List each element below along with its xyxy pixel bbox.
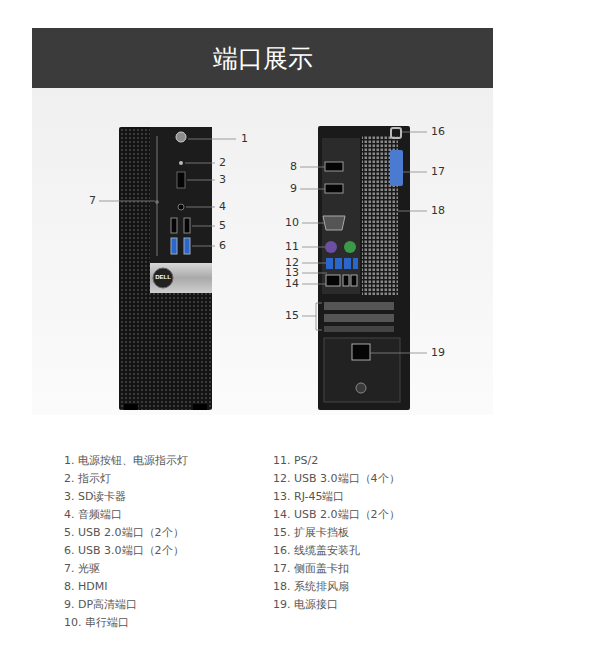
ps2-port	[344, 241, 356, 253]
leader-lines	[99, 132, 427, 353]
indicator-light	[179, 161, 183, 165]
port-list-item: 15. 扩展卡挡板	[273, 526, 349, 539]
port-list-item: 9. DP高清端口	[64, 598, 137, 611]
power-socket	[352, 344, 370, 360]
ps2-port	[325, 241, 337, 253]
callout-number: 18	[431, 204, 445, 217]
foot	[193, 404, 207, 410]
port-list-item: 14. USB 2.0端口（2个）	[273, 508, 400, 521]
cable-hole	[391, 128, 401, 138]
usb2-port	[171, 218, 177, 233]
usb2-port	[184, 218, 190, 233]
psu-fan	[356, 383, 366, 393]
side-latch	[390, 150, 403, 186]
usb3-port	[344, 258, 351, 269]
port-list-item: 6. USB 3.0端口（2个）	[64, 544, 184, 557]
callout-number: 1	[241, 132, 248, 145]
port-list-item: 17. 侧面盖卡扣	[273, 562, 349, 575]
callout-number: 19	[431, 346, 445, 359]
port-list-item: 13. RJ-45端口	[273, 490, 344, 503]
port-list-item: 10. 串行端口	[64, 616, 129, 629]
hdmi-port	[325, 162, 343, 171]
slot-cover	[324, 302, 394, 310]
port-list-item: 2. 指示灯	[64, 472, 111, 485]
logo-badge	[150, 263, 212, 293]
drive-slot	[156, 136, 158, 256]
callout-number: 14	[285, 277, 299, 290]
port-list-item: 4. 音频端口	[64, 508, 122, 521]
port-list-item: 11. PS/2	[273, 454, 318, 467]
dp-port	[325, 184, 343, 193]
logo-circle	[153, 268, 173, 288]
image-ground	[32, 88, 493, 415]
usb3-port	[326, 258, 333, 269]
port-list-item: 19. 电源接口	[273, 598, 338, 611]
power-supply	[324, 338, 400, 402]
rj45-port	[326, 275, 340, 286]
usb3-port	[171, 238, 177, 254]
callout-number: 7	[89, 194, 96, 207]
callout-number: 5	[219, 219, 226, 232]
port-list-item: 3. SD读卡器	[64, 490, 126, 503]
front-case	[119, 127, 212, 410]
audio-jack	[178, 204, 184, 210]
slot-cover	[324, 314, 394, 322]
io-panel	[322, 138, 360, 294]
callout-number: 8	[290, 160, 297, 173]
foot	[124, 404, 138, 410]
port-list-item: 5. USB 2.0端口（2个）	[64, 526, 184, 539]
callout-number: 3	[219, 173, 226, 186]
callout-number: 4	[219, 200, 226, 213]
power-button	[176, 132, 186, 142]
usb3-port	[335, 258, 342, 269]
port-list-item: 16. 线缆盖安装孔	[273, 544, 360, 557]
port-list-item: 12. USB 3.0端口（4个）	[273, 472, 400, 485]
port-list-item: 8. HDMI	[64, 580, 107, 593]
callout-number: 17	[431, 165, 445, 178]
sd-slot	[177, 172, 185, 188]
usb2-port	[351, 275, 357, 286]
usb2-port	[343, 275, 349, 286]
back-view	[318, 126, 410, 410]
front-panel	[150, 127, 212, 263]
callout-number: 6	[219, 239, 226, 252]
title: 端口展示	[32, 28, 493, 88]
callout-number: 11	[285, 240, 299, 253]
usb3-port	[184, 238, 190, 254]
brand-logo: DELL	[155, 274, 171, 281]
usb3-port	[353, 258, 358, 269]
back-case	[318, 126, 410, 410]
callout-number: 9	[290, 182, 297, 195]
title-bar	[32, 28, 493, 88]
callout-number: 15	[285, 309, 299, 322]
front-view	[119, 127, 212, 410]
slot-cover	[324, 326, 394, 332]
serial-port	[323, 216, 345, 230]
port-list-item: 18. 系统排风扇	[273, 580, 349, 593]
callout-number: 16	[431, 125, 445, 138]
port-list-item: 1. 电源按钮、电源指示灯	[64, 454, 188, 467]
port-list-item: 7. 光驱	[64, 562, 100, 575]
drive-eject	[155, 200, 159, 204]
callout-number: 2	[219, 156, 226, 169]
callout-number: 10	[285, 216, 299, 229]
